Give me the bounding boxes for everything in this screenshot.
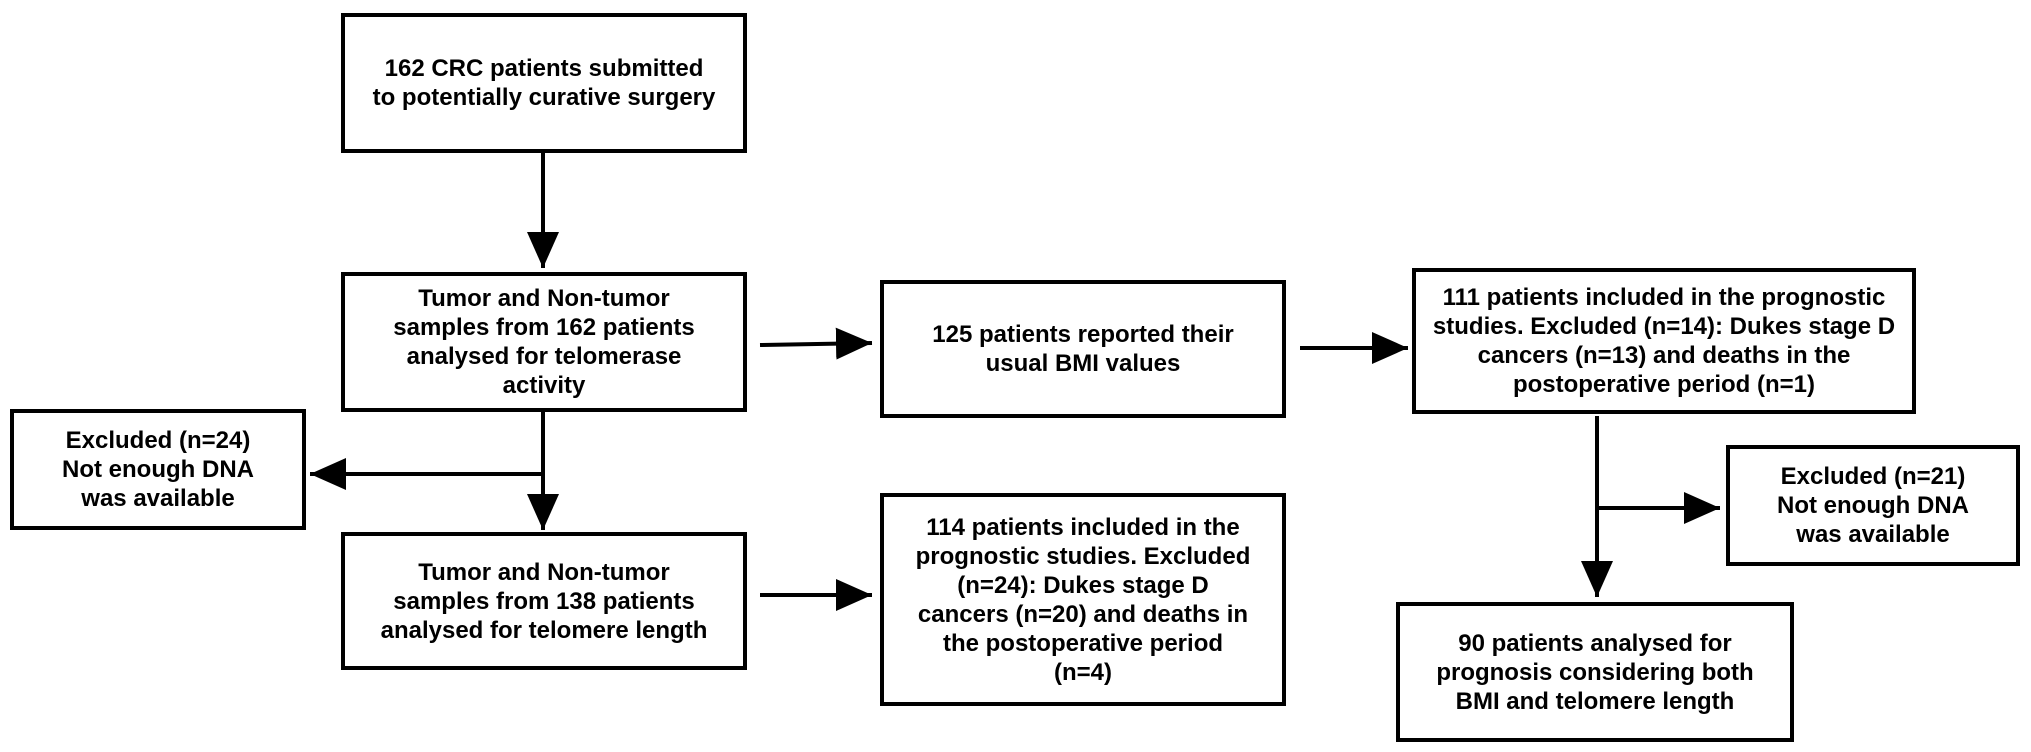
box-final-90: 90 patients analysed for prognosis consi… (1396, 602, 1794, 742)
box-prognostic-111: 111 patients included in the prognostic … (1412, 268, 1916, 414)
text-bmi-reported: 125 patients reported their usual BMI va… (932, 321, 1234, 377)
box-telomere-length-samples: Tumor and Non-tumor samples from 138 pat… (341, 532, 747, 670)
box-prognostic-114: 114 patients included in the prognostic … (880, 493, 1286, 706)
text-excluded-21: Excluded (n=21) Not enough DNA was avail… (1777, 463, 1969, 548)
text-telomere-length-samples: Tumor and Non-tumor samples from 138 pat… (380, 558, 708, 644)
text-telomerase-samples: Tumor and Non-tumor samples from 162 pat… (393, 285, 695, 399)
box-excluded-24: Excluded (n=24) Not enough DNA was avail… (10, 409, 306, 530)
text-final-90: 90 patients analysed for prognosis consi… (1436, 629, 1754, 715)
text-crc-patients: 162 CRC patients submitted to potentiall… (372, 55, 716, 111)
text-excluded-24: Excluded (n=24) Not enough DNA was avail… (62, 427, 254, 512)
text-prognostic-111: 111 patients included in the prognostic … (1432, 284, 1896, 398)
box-excluded-21: Excluded (n=21) Not enough DNA was avail… (1726, 445, 2020, 566)
text-prognostic-114: 114 patients included in the prognostic … (915, 513, 1251, 686)
box-crc-patients: 162 CRC patients submitted to potentiall… (341, 13, 747, 153)
arrow-telomerase-to-bmi (759, 327, 873, 360)
box-telomerase-samples: Tumor and Non-tumor samples from 162 pat… (341, 272, 747, 412)
box-bmi-reported: 125 patients reported their usual BMI va… (880, 280, 1286, 418)
